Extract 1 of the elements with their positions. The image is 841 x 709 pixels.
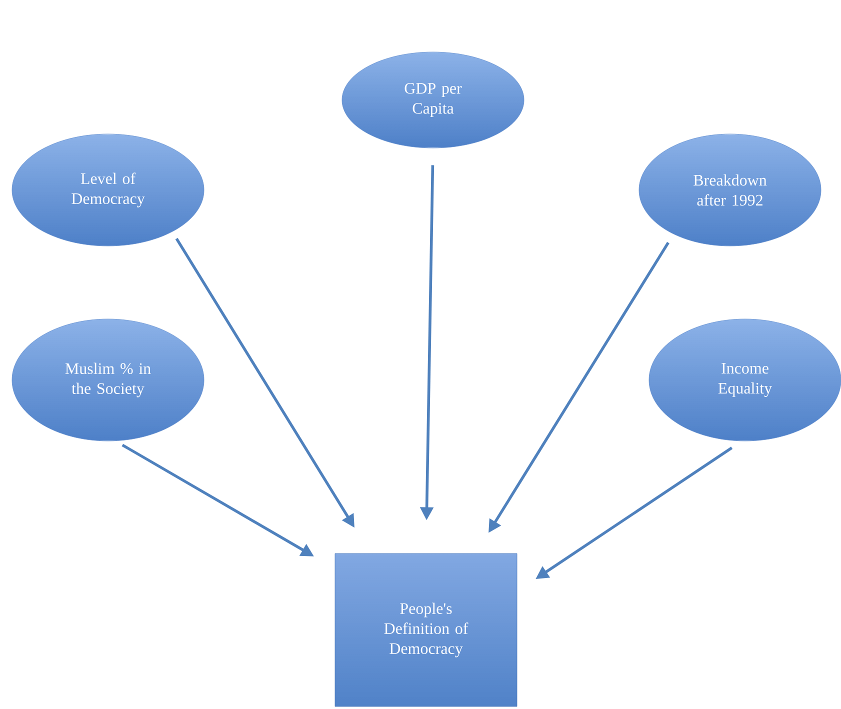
target-box: People's Definition of Democracy [334,553,518,707]
